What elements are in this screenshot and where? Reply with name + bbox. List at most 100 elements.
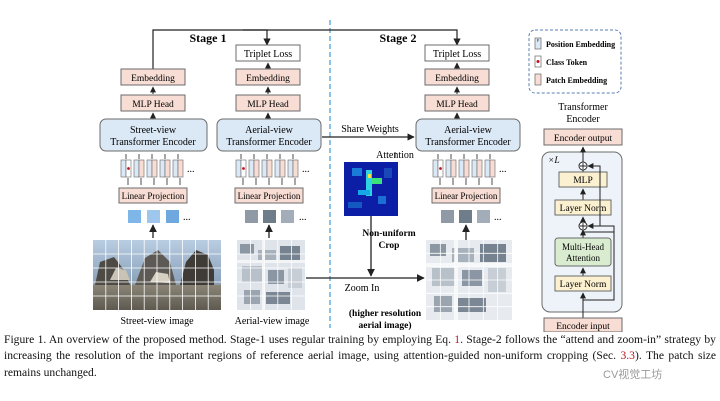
transformer-title-2: Encoder xyxy=(566,114,600,125)
caption-eq-ref[interactable]: 1 xyxy=(454,333,461,346)
street-image-label: Street-view image xyxy=(120,316,194,327)
caption-part-3: ). The patch size remains unchanged. xyxy=(4,349,717,379)
layer-norm-bottom-label: Layer Norm xyxy=(560,280,607,290)
aerial-patches xyxy=(245,210,294,223)
patch-embedding-token xyxy=(279,159,286,178)
aerial-triplet-loss-label: Triplet Loss xyxy=(244,49,292,60)
token-ellipsis: ... xyxy=(187,164,195,175)
patch-embedding-token xyxy=(266,159,273,178)
aerial-view-image xyxy=(237,240,305,310)
stage1-label: Stage 1 xyxy=(190,31,227,45)
layer-norm-bottom-box xyxy=(554,275,612,292)
street-linear-projection-label: Linear Projection xyxy=(122,191,185,201)
patch-embedding-token xyxy=(450,159,457,178)
stage2-encoder-label-2: Transformer Encoder xyxy=(425,137,511,148)
aerial-mlp-head-box xyxy=(235,94,301,112)
street-encoder-box xyxy=(99,118,208,152)
aerial-mlp-head-label: MLP Head xyxy=(247,100,289,110)
stage2-encoder-label-1: Aerial-view xyxy=(444,125,493,136)
legend-frame xyxy=(528,29,622,94)
aerial-branch: Triplet Loss Embedding MLP Head Aerial-v… xyxy=(216,44,322,327)
encoder-output-label: Encoder output xyxy=(554,134,613,144)
street-embedding-label: Embedding xyxy=(131,74,175,84)
token-ellipsis: ... xyxy=(499,164,507,175)
position-embedding-token xyxy=(458,159,465,178)
stage2-mlp-head-box xyxy=(424,94,490,112)
hires-label-1: (higher resolution xyxy=(349,308,422,319)
patch-embedding-token xyxy=(164,159,171,178)
caption-sec-ref[interactable]: 3.3 xyxy=(620,349,635,363)
aerial-encoder-label-1: Aerial-view xyxy=(245,125,294,136)
legend: P Position Embedding Class Token Patch E… xyxy=(528,29,622,94)
zoom-in-label: Zoom In xyxy=(345,283,380,294)
aerial-patches-ellipsis: ... xyxy=(299,212,307,223)
position-embedding-token xyxy=(146,159,153,178)
hires-label-2: aerial image) xyxy=(358,320,411,331)
aerial-encoder-label-2: Transformer Encoder xyxy=(226,137,312,148)
street-embedding-box xyxy=(120,68,186,86)
caption-part-1: Figure 1. An overview of the proposed me… xyxy=(4,333,455,346)
stage2-linear-projection-label: Linear Projection xyxy=(435,191,498,201)
multi-head-attention-box xyxy=(554,237,612,267)
mha-label-1: Multi-Head xyxy=(562,242,604,252)
aerial-encoder-box xyxy=(216,118,322,152)
crop-label-2: Crop xyxy=(379,241,400,251)
street-encoder-label-2: Transformer Encoder xyxy=(110,137,196,148)
stage2-triplet-loss-box xyxy=(424,44,490,62)
layer-norm-top-label: Layer Norm xyxy=(560,204,607,214)
position-embedding-token xyxy=(172,159,179,178)
encoder-repeat-label: ×L xyxy=(548,156,560,166)
crop-label-1: Non-uniform xyxy=(362,229,415,239)
aerial-image-label: Aerial-view image xyxy=(235,316,310,327)
stage2-label: Stage 2 xyxy=(380,31,417,45)
street-linear-projection-box xyxy=(118,187,188,204)
street-branch: Embedding MLP Head Street-view Transform… xyxy=(93,68,221,327)
layer-norm-top-box xyxy=(554,199,612,216)
patch-embedding-token xyxy=(253,159,260,178)
hires-image-grid xyxy=(426,240,512,320)
encoder-input-label: Encoder input xyxy=(556,322,610,332)
encoder-output-box xyxy=(543,128,623,146)
position-embedding-token xyxy=(120,159,127,178)
watermark: CV视觉工坊 xyxy=(601,366,665,382)
patch-embedding-token xyxy=(476,159,483,178)
street-mlp-head-label: MLP Head xyxy=(132,100,174,110)
patch-embedding-token xyxy=(151,159,158,178)
caption-part-2: . Stage-2 follows the “attend and zoom-i… xyxy=(4,333,716,363)
position-embedding-token xyxy=(432,159,439,178)
position-embedding-token xyxy=(133,159,140,178)
share-weights-label: Share Weights xyxy=(341,124,399,135)
figure-caption: Figure 1. An overview of the proposed me… xyxy=(4,332,716,381)
stage2-encoder-box xyxy=(415,118,521,152)
patch-embedding-token xyxy=(138,159,145,178)
stage2-linear-projection-box xyxy=(431,187,501,204)
position-embedding-token xyxy=(261,159,268,178)
position-embedding-token xyxy=(287,159,294,178)
street-encoder-label-1: Street-view xyxy=(130,125,177,136)
class-token-label: Class Token xyxy=(546,58,588,67)
stage2-branch: Triplet Loss Embedding MLP Head Aerial-v… xyxy=(306,44,521,331)
patch-embedding-token xyxy=(463,159,470,178)
aerial-linear-projection-box xyxy=(234,187,304,204)
svg-text:P: P xyxy=(537,38,540,43)
position-embedding-token xyxy=(445,159,452,178)
mlp-box xyxy=(558,171,608,188)
stage2-embedding-label: Embedding xyxy=(435,74,479,84)
street-patches xyxy=(128,210,179,223)
position-embedding-token xyxy=(274,159,281,178)
patch-embedding-token xyxy=(177,159,184,178)
stage2-patches-ellipsis: ... xyxy=(494,212,502,223)
aerial-embedding-label: Embedding xyxy=(246,74,290,84)
patch-embedding-token xyxy=(292,159,299,178)
transformer-encoder-detail: Transformer Encoder Encoder output ×L ML… xyxy=(541,102,623,332)
stage2-mlp-head-label: MLP Head xyxy=(436,100,478,110)
street-image-grid xyxy=(93,240,221,310)
position-embedding-token xyxy=(471,159,478,178)
attention-map xyxy=(344,162,398,216)
class-token-dot xyxy=(242,167,245,170)
position-embedding-token xyxy=(235,159,242,178)
street-patches-ellipsis: ... xyxy=(183,212,191,223)
mha-label-2: Attention xyxy=(566,253,600,263)
position-embedding-label: Position Embedding xyxy=(546,40,615,49)
position-embedding-token xyxy=(484,159,491,178)
